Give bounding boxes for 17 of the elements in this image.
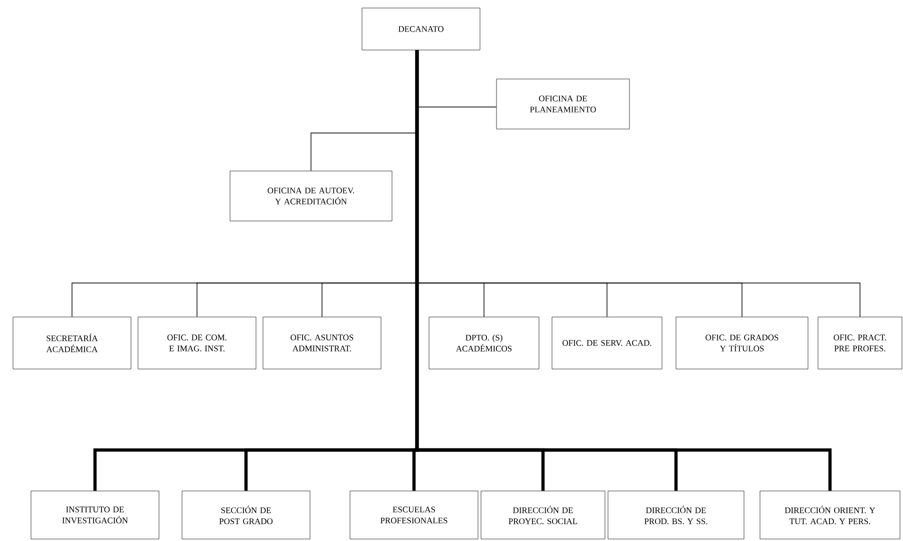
org-box: OFICINA DE PLANEAMIENTO xyxy=(496,78,630,130)
org-box: SECCIÓN DE POST GRADO xyxy=(182,490,310,540)
org-box: SECRETARÍA ACADÉMICA xyxy=(12,316,132,370)
org-box: DPTO. (S) ACADÉMICOS xyxy=(428,316,540,370)
org-box: OFICINA DE AUTOEV. Y ACREDITACIÓN xyxy=(230,170,392,222)
org-box: OFIC. ASUNTOS ADMINISTRAT. xyxy=(262,316,382,370)
org-box: INSTITUTO DE INVESTIGACIÓN xyxy=(30,490,160,540)
org-box: OFIC. DE SERV. ACAD. xyxy=(552,316,662,370)
connector-line xyxy=(415,50,832,491)
org-box: DIRECCIÓN ORIENT. Y TUT. ACAD. Y PERS. xyxy=(760,490,900,540)
org-box: OFIC. DE COM. E IMAG. INST. xyxy=(138,316,256,370)
org-box: OFIC. DE GRADOS Y TÍTULOS xyxy=(676,316,808,370)
org-box: DECANATO xyxy=(362,8,480,50)
org-box: OFIC. PRACT. PRE PROFES. xyxy=(818,316,902,370)
org-box: DIRECCIÓN DE PROYEC. SOCIAL xyxy=(480,490,606,540)
org-box: ESCUELAS PROFESIONALES xyxy=(350,490,478,540)
org-box: DIRECCIÓN DE PROD. BS. Y SS. xyxy=(608,490,744,540)
